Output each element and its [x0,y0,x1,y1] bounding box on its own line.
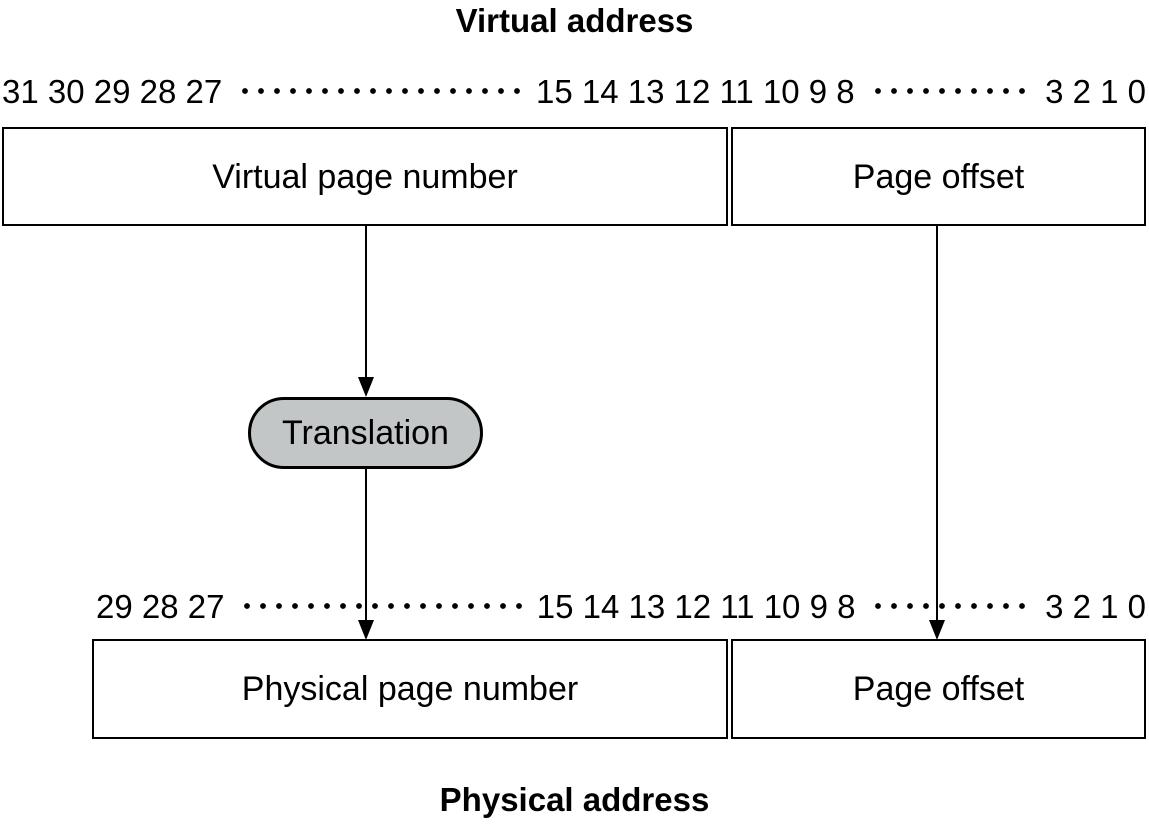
physical-page-offset-label: Page offset [852,670,1025,708]
bit-labels-high: 31 30 29 28 27 [2,72,223,110]
bit-labels-low: 3 2 1 0 [1045,587,1146,625]
physical-page-number-label: Physical page number [241,670,579,708]
arrow-translation-to-ppn-line [365,468,367,622]
bit-labels-low: 3 2 1 0 [1045,72,1146,110]
dotted-leader [867,71,1033,111]
translation-label: Translation [282,414,449,452]
dotted-leader [235,71,523,111]
bit-labels-mid: 15 14 13 12 11 10 9 8 [535,72,855,110]
virtual-address-title: Virtual address [455,2,694,39]
bit-labels-high: 29 28 27 [96,587,225,625]
dotted-leader [868,586,1033,626]
physical-page-number-field: Physical page number [92,639,728,739]
virtual-page-number-field: Virtual page number [2,127,728,226]
bit-labels-mid: 15 14 13 12 11 10 9 8 [536,587,856,625]
translation-oval: Translation [248,397,483,469]
physical-page-offset-field: Page offset [731,639,1146,739]
virtual-page-offset-label: Page offset [852,157,1025,196]
virtual-page-offset-field: Page offset [731,127,1146,226]
virtual-address-bit-row: 31 30 29 28 27 15 14 13 12 11 10 9 8 3 2… [2,71,1146,111]
arrow-vpn-to-translation-line [365,226,367,379]
arrow-vpn-to-translation-head [358,377,374,397]
physical-address-bit-row: 29 28 27 15 14 13 12 11 10 9 8 3 2 1 0 [96,586,1146,626]
arrow-page-offset-line [936,226,938,622]
virtual-page-number-label: Virtual page number [212,157,518,196]
physical-address-title: Physical address [439,781,710,818]
dotted-leader [237,586,524,626]
